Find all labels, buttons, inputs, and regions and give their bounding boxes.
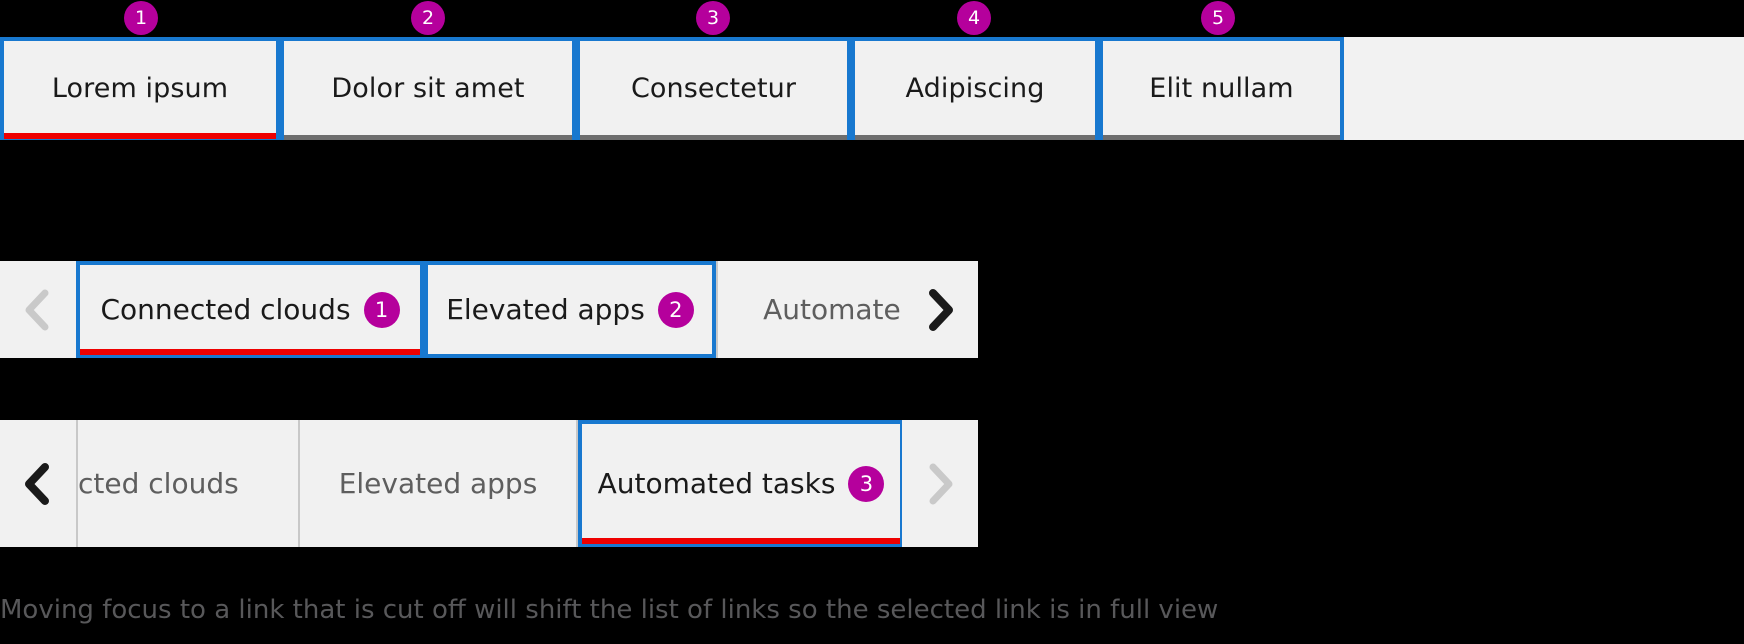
tab-label: Adipiscing (905, 73, 1045, 104)
tab-automated-tasks[interactable]: Automated tasks (716, 261, 902, 358)
tab-list: cted clouds Elevated apps Automated task… (76, 420, 902, 547)
tab-adipiscing[interactable]: Adipiscing (851, 37, 1099, 140)
tab-elevated-apps[interactable]: Elevated apps (298, 420, 576, 547)
tab-automated-tasks[interactable]: Automated tasks 3 (576, 420, 902, 547)
tab-lorem-ipsum[interactable]: Lorem ipsum (0, 37, 280, 140)
chevron-right-icon (925, 463, 955, 505)
tab-label: cted clouds (78, 467, 239, 500)
tab-label: Automated tasks (597, 467, 836, 500)
selected-underline (582, 538, 900, 544)
tab-underline (284, 135, 572, 140)
scroll-previous-button[interactable] (0, 261, 76, 358)
tab-underline (1103, 135, 1340, 140)
tab-list: Connected clouds 1 Elevated apps 2 Autom… (76, 261, 902, 358)
tab-label: Elevated apps (446, 293, 645, 326)
scroll-next-button[interactable] (902, 420, 978, 547)
tab-badge: 1 (363, 291, 400, 328)
tab-label: Connected clouds (100, 293, 351, 326)
tab-elevated-apps[interactable]: Elevated apps 2 (424, 261, 716, 358)
callout-badge-1: 1 (124, 1, 158, 35)
tab-underline (855, 135, 1095, 140)
tab-label: Elevated apps (338, 467, 538, 500)
scrolling-tab-strip-shifted: cted clouds Elevated apps Automated task… (0, 420, 978, 547)
callout-badge-3: 3 (696, 1, 730, 35)
scroll-previous-button[interactable] (0, 420, 76, 547)
tab-label: Automated tasks (763, 293, 902, 326)
full-tab-strip: Lorem ipsum Dolor sit amet Consectetur A… (0, 37, 1744, 140)
tab-scroll-viewport: Connected clouds 1 Elevated apps 2 Autom… (76, 261, 902, 358)
scrolling-tab-strip-start: Connected clouds 1 Elevated apps 2 Autom… (0, 261, 978, 358)
chevron-left-icon (23, 289, 53, 331)
caption-text: Moving focus to a link that is cut off w… (0, 595, 1219, 625)
tab-label: Lorem ipsum (51, 73, 229, 104)
tab-badge: 2 (657, 291, 694, 328)
selected-underline (80, 349, 420, 355)
tab-label: Dolor sit amet (331, 73, 525, 104)
tab-label: Consectetur (630, 73, 797, 104)
selected-underline (4, 133, 276, 139)
scroll-next-button[interactable] (902, 261, 978, 358)
tab-label: Elit nullam (1149, 73, 1294, 104)
tab-elit-nullam[interactable]: Elit nullam (1099, 37, 1344, 140)
tab-underline (580, 135, 847, 140)
tab-list: Lorem ipsum Dolor sit amet Consectetur A… (0, 37, 1344, 140)
tab-scroll-viewport: cted clouds Elevated apps Automated task… (76, 420, 902, 547)
tab-dolor-sit-amet[interactable]: Dolor sit amet (280, 37, 576, 140)
chevron-right-icon (925, 288, 955, 331)
callout-badge-4: 4 (957, 1, 991, 35)
callout-badge-2: 2 (411, 1, 445, 35)
callout-badge-5: 5 (1201, 1, 1235, 35)
tab-connected-clouds[interactable]: cted clouds (76, 420, 298, 547)
tab-badge: 3 (848, 465, 885, 502)
chevron-left-icon (23, 462, 53, 505)
tab-connected-clouds[interactable]: Connected clouds 1 (76, 261, 424, 358)
tab-consectetur[interactable]: Consectetur (576, 37, 851, 140)
